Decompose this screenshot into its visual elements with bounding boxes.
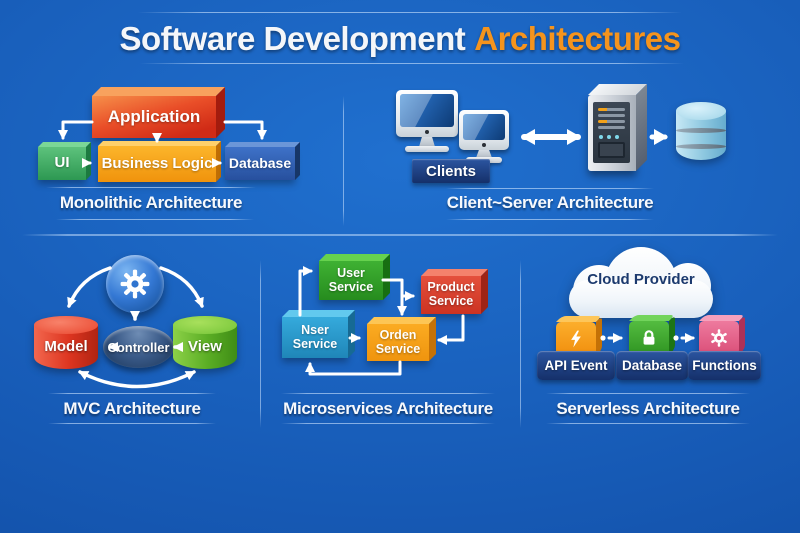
- microservices-section-label: Microservices Architecture: [283, 399, 493, 418]
- functions-label: Functions: [692, 358, 757, 373]
- mvc-label-bottom-rule: [48, 423, 216, 424]
- status-dot: [607, 135, 611, 139]
- monitor-screen: [400, 94, 454, 127]
- mvc-label-top-rule: [48, 393, 216, 394]
- serverless-section-label: Serverless Architecture: [556, 399, 740, 418]
- microservices-label-bottom-rule: [281, 423, 495, 424]
- header-top-rule: [138, 12, 682, 13]
- view-label: View: [188, 338, 222, 356]
- view-cylinder: View: [173, 316, 237, 369]
- main-horizontal-divider: [22, 234, 778, 236]
- bottom-right-vertical-divider: [520, 260, 521, 428]
- monitor-base: [405, 146, 449, 152]
- monitor-stand: [476, 150, 492, 158]
- cylinder-band: [676, 144, 726, 149]
- database-cylinder-icon: [676, 102, 726, 160]
- database-box-label: Database: [228, 154, 292, 171]
- cylinder-top: [173, 316, 237, 334]
- desktop-client-icon-small: [459, 110, 509, 163]
- gear-icon: [119, 268, 151, 300]
- monitor-stand: [419, 137, 435, 147]
- monitor-screen: [463, 114, 505, 140]
- header-bottom-rule: [140, 63, 684, 64]
- database-box: Database: [225, 147, 295, 180]
- server-led-row: [598, 120, 625, 123]
- ui-box: UI: [38, 147, 86, 180]
- serverless-label-top-rule: [546, 393, 750, 394]
- microservices-label-top-rule: [281, 393, 495, 394]
- nser-service-box: Nser Service: [282, 317, 348, 358]
- server-led-row: [598, 108, 625, 111]
- database-plate: Database: [616, 351, 688, 380]
- api-event-cube: [556, 322, 596, 356]
- serverless-label-bottom-rule: [546, 423, 750, 424]
- monitor-camera-dot: [482, 143, 486, 147]
- cylinder-top: [676, 102, 726, 120]
- cloud-icon: Cloud Provider: [567, 247, 715, 319]
- product-service-label: Product Service: [427, 280, 475, 308]
- controller-label: Controller: [107, 339, 170, 355]
- nser-service-label: Nser Service: [292, 322, 338, 351]
- lock-icon: [639, 328, 659, 348]
- functions-plate: Functions: [688, 351, 761, 380]
- product-service-box: Product Service: [421, 276, 481, 314]
- status-dot: [615, 135, 619, 139]
- server-tower-icon: [588, 95, 636, 171]
- cylinder-band: [676, 128, 726, 133]
- orden-service-label: Orden Service: [375, 327, 421, 356]
- application-box-label: Application: [107, 106, 201, 126]
- orden-service-box: Orden Service: [367, 324, 429, 361]
- client-server-label-top-rule: [446, 188, 654, 189]
- function-gear-icon: [709, 328, 729, 348]
- mvc-section-label: MVC Architecture: [63, 399, 201, 418]
- title-orange-part: Architectures: [474, 20, 681, 57]
- server-status-lights: [599, 135, 624, 139]
- ui-box-label: UI: [54, 154, 70, 172]
- business-logic-box: Business Logic: [98, 146, 216, 182]
- server-vent-row: [598, 114, 625, 117]
- client-server-label-bottom-rule: [446, 219, 654, 220]
- cylinder-top: [34, 316, 98, 334]
- server-vent-row: [598, 126, 625, 129]
- controller-ellipse: Controller: [103, 326, 174, 368]
- mvc-gear-sphere: [106, 255, 164, 313]
- bolt-icon: [566, 329, 586, 349]
- user-service-box: User Service: [319, 261, 383, 300]
- status-dot: [599, 135, 603, 139]
- database-cube: [629, 321, 669, 355]
- server-front-panel: [593, 102, 630, 163]
- application-box: Application: [92, 96, 216, 138]
- bottom-left-vertical-divider: [260, 260, 261, 428]
- server-drive-bay: [598, 142, 625, 158]
- monitor-camera-dot: [425, 130, 429, 134]
- top-vertical-divider: [343, 96, 344, 226]
- functions-cube: [699, 321, 739, 355]
- model-label: Model: [44, 338, 88, 356]
- monolithic-label-bottom-rule: [56, 219, 254, 220]
- cloud-provider-label: Cloud Provider: [587, 271, 695, 288]
- cloud-base: [569, 280, 713, 318]
- database-plate-label: Database: [621, 358, 683, 373]
- monolithic-section-label: Monolithic Architecture: [59, 193, 243, 212]
- title-white-part: Software Development: [119, 20, 466, 57]
- clients-label-plate: Clients: [412, 159, 490, 183]
- api-event-label: API Event: [544, 358, 608, 373]
- business-logic-box-label: Business Logic: [101, 154, 213, 172]
- client-server-section-label: Client~Server Architecture: [446, 193, 654, 212]
- desktop-client-icon-large: [396, 90, 458, 152]
- user-service-label: User Service: [328, 265, 374, 294]
- model-cylinder: Model: [34, 316, 98, 369]
- monolithic-label-top-rule: [46, 187, 256, 188]
- clients-label: Clients: [425, 162, 476, 180]
- api-event-plate: API Event: [537, 351, 615, 380]
